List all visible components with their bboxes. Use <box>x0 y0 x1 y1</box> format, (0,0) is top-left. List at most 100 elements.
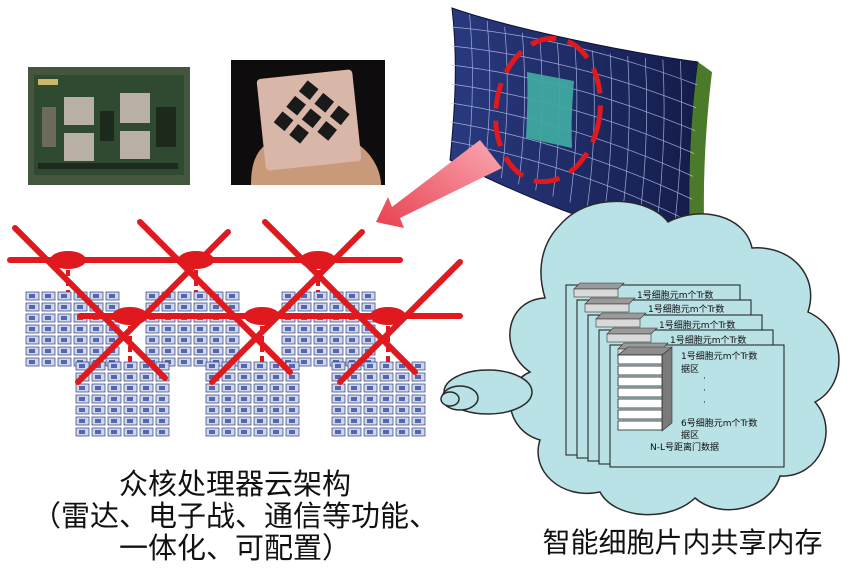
core-cell-inner <box>149 327 155 331</box>
core-cell-inner <box>351 430 357 434</box>
core-cell-inner <box>127 386 133 390</box>
core-cell-inner <box>367 430 373 434</box>
core-cell-inner <box>213 305 219 309</box>
core-cell-inner <box>257 375 263 379</box>
core-cell-inner <box>335 386 341 390</box>
core-cell-inner <box>209 408 215 412</box>
core-cell-inner <box>209 375 215 379</box>
core-cell-inner <box>365 294 371 298</box>
core-cell-inner <box>229 305 235 309</box>
core-cell-inner <box>127 397 133 401</box>
core-cell-inner <box>61 305 67 309</box>
core-cell-inner <box>197 360 203 364</box>
core-cell-inner <box>95 430 101 434</box>
core-cell-inner <box>93 349 99 353</box>
core-cell-inner <box>257 419 263 423</box>
array-grid-row <box>450 121 693 200</box>
core-cell-inner <box>29 338 35 342</box>
core-cell-inner <box>181 349 187 353</box>
core-cell-inner <box>143 386 149 390</box>
core-cell-inner <box>45 338 51 342</box>
core-cell-inner <box>45 349 51 353</box>
core-cell-inner <box>149 294 155 298</box>
memory-cell <box>617 398 663 409</box>
core-cell-inner <box>127 430 133 434</box>
core-cell-inner <box>93 294 99 298</box>
core-cell-inner <box>367 408 373 412</box>
core-cell-inner <box>301 349 307 353</box>
core-cell-inner <box>273 375 279 379</box>
core-cell-inner <box>351 408 357 412</box>
core-cell-inner <box>241 408 247 412</box>
core-cell-inner <box>383 364 389 368</box>
core-cell-inner <box>317 294 323 298</box>
core-cell-inner <box>349 327 355 331</box>
core-cell-inner <box>29 316 35 320</box>
core-cell-inner <box>225 408 231 412</box>
core-cell-inner <box>165 305 171 309</box>
core-cell-inner <box>79 397 85 401</box>
core-cell-inner <box>197 294 203 298</box>
core-cell-inner <box>77 327 83 331</box>
thought-bubble-small <box>440 391 460 407</box>
core-cell-inner <box>415 364 421 368</box>
core-cell-inner <box>399 419 405 423</box>
core-cell-inner <box>95 397 101 401</box>
router-node <box>112 307 148 325</box>
core-cell-inner <box>415 397 421 401</box>
router-node <box>300 251 336 269</box>
core-cell-inner <box>229 349 235 353</box>
core-cell-inner <box>349 349 355 353</box>
interconnect-link <box>209 229 365 385</box>
core-cell-inner <box>181 294 187 298</box>
card-area-6: 据区 <box>681 431 700 441</box>
router-node <box>244 307 280 325</box>
core-cell-inner <box>159 430 165 434</box>
core-cell-inner <box>111 375 117 379</box>
memory-block <box>606 333 652 343</box>
memory-block-top <box>584 297 636 305</box>
core-cell-inner <box>367 375 373 379</box>
core-cell-inner <box>79 408 85 412</box>
core-cell-inner <box>79 364 85 368</box>
core-cell-inner <box>241 364 247 368</box>
memory-cell <box>617 420 663 431</box>
core-cell-inner <box>273 364 279 368</box>
core-cell-inner <box>273 386 279 390</box>
core-cell-inner <box>209 364 215 368</box>
core-cell-inner <box>79 386 85 390</box>
core-cell-inner <box>159 386 165 390</box>
core-cell-inner <box>333 338 339 342</box>
core-cell-inner <box>365 338 371 342</box>
core-cell-inner <box>285 294 291 298</box>
core-cell-inner <box>317 360 323 364</box>
card-label-3: 1号细胞元m个Tr数 <box>659 321 736 331</box>
core-cell-inner <box>225 397 231 401</box>
core-cell-inner <box>399 397 405 401</box>
memory-block <box>573 288 619 298</box>
core-cell-inner <box>77 349 83 353</box>
core-cell-inner <box>241 375 247 379</box>
core-cell-inner <box>61 316 67 320</box>
caption-manycore-cloud: 众核处理器云架构 （雷达、电子战、通信等功能、 一体化、可配置） <box>0 468 470 564</box>
core-cell-inner <box>61 327 67 331</box>
core-cell-inner <box>273 419 279 423</box>
core-cell-inner <box>383 408 389 412</box>
core-cell-inner <box>209 386 215 390</box>
core-cell-inner <box>197 327 203 331</box>
core-cell-inner <box>367 419 373 423</box>
core-cell-inner <box>289 430 295 434</box>
core-cell-inner <box>143 419 149 423</box>
core-cell-inner <box>29 327 35 331</box>
core-cell-inner <box>159 364 165 368</box>
core-cell-inner <box>109 294 115 298</box>
core-cell-inner <box>257 430 263 434</box>
circuit-board-photo <box>28 67 190 185</box>
memory-cell <box>617 387 663 398</box>
card-label-5: 1号细胞元m个Tr数 <box>681 352 758 362</box>
core-cell-inner <box>241 386 247 390</box>
core-cell-inner <box>285 349 291 353</box>
interconnect-network <box>7 219 463 385</box>
core-cell-inner <box>383 386 389 390</box>
core-cell-inner <box>111 397 117 401</box>
